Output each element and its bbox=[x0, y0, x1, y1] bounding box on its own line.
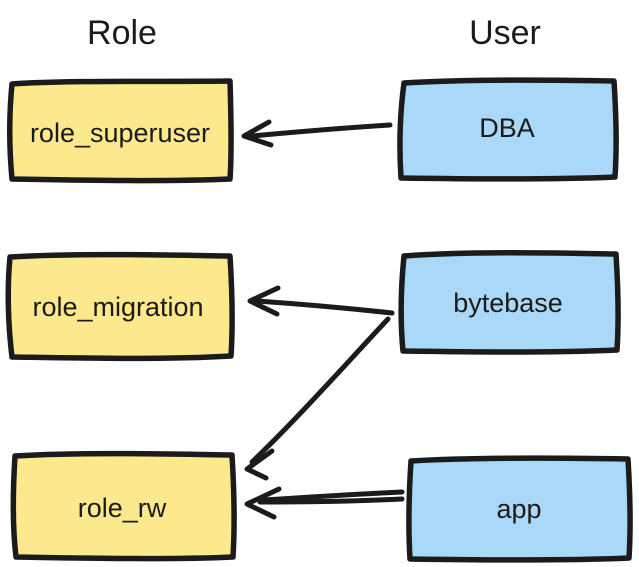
node-role-migration-shape bbox=[5, 251, 235, 362]
node-role-superuser: role_superuser bbox=[7, 78, 234, 184]
edge-bytebase-to-role-rw-arrowhead-icon bbox=[244, 448, 275, 481]
node-bytebase: bytebase bbox=[398, 250, 621, 355]
edge-app-to-role-rw bbox=[244, 486, 405, 520]
node-role-migration: role_migration bbox=[5, 251, 235, 362]
node-role-migration-label: role_migration bbox=[32, 292, 203, 322]
node-role-superuser-label: role_superuser bbox=[30, 118, 210, 148]
node-dba: DBA bbox=[397, 77, 619, 182]
column-title-role: Role bbox=[87, 14, 157, 52]
edge-bytebase-to-role-migration-arrowhead-icon bbox=[247, 285, 281, 317]
node-app-shape bbox=[406, 455, 633, 563]
node-role-rw: role_rw bbox=[10, 450, 237, 562]
node-role-superuser-shape bbox=[7, 78, 234, 184]
node-app: app bbox=[406, 455, 633, 563]
edge-bytebase-to-role-rw-line bbox=[249, 316, 391, 465]
node-role-rw-label: role_rw bbox=[78, 493, 167, 523]
node-app-label: app bbox=[496, 494, 541, 524]
edge-dba-to-role-superuser-line bbox=[249, 122, 393, 139]
node-dba-label: DBA bbox=[479, 113, 535, 143]
edge-bytebase-to-role-migration bbox=[247, 285, 395, 317]
edge-bytebase-to-role-migration-line bbox=[254, 298, 395, 316]
edge-dba-to-role-superuser bbox=[241, 119, 393, 148]
edge-app-to-role-rw-arrowhead-icon bbox=[244, 486, 282, 520]
edge-app-to-role-rw-line-lower bbox=[257, 496, 405, 505]
node-role-rw-shape bbox=[10, 450, 237, 562]
edge-dba-to-role-superuser-arrowhead-icon bbox=[241, 119, 274, 148]
column-title-user: User bbox=[469, 14, 541, 52]
node-dba-shape bbox=[397, 77, 619, 182]
node-bytebase-shape bbox=[398, 250, 621, 355]
node-bytebase-label: bytebase bbox=[453, 288, 563, 318]
edge-app-to-role-rw-line-upper bbox=[261, 489, 405, 503]
edge-bytebase-to-role-rw bbox=[244, 316, 391, 481]
